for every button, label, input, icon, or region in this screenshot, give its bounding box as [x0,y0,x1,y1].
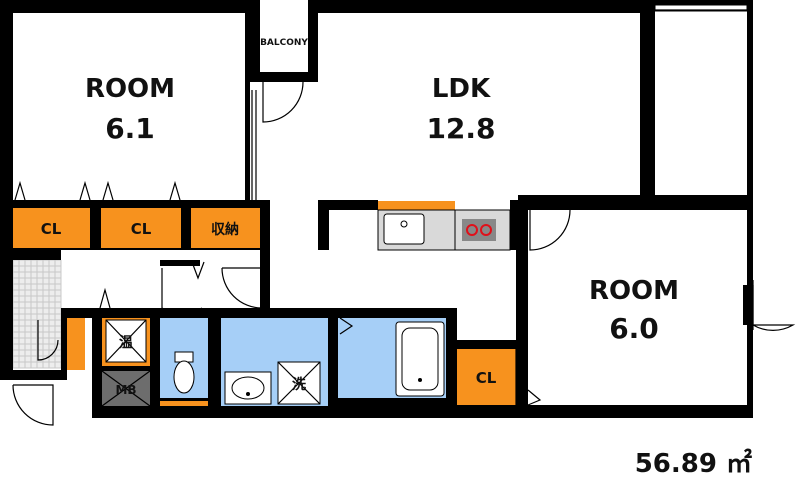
closet-folding-6 [191,261,205,280]
hall-door [221,267,263,309]
washbasin-icon [224,371,272,405]
kitchen-hood-fill [378,201,455,210]
balcony-label: BALCONY [260,38,308,48]
bathtub-icon [395,321,445,397]
closet-2-fill [101,207,181,249]
storage-fill [191,207,260,249]
storage-label: 収納 [211,221,239,238]
water-heater-icon [105,319,147,363]
closet-folding-4 [169,180,181,201]
closet3-folding [527,389,542,406]
right-window-door [752,285,796,331]
closet-folding-3 [102,180,114,201]
entry-door [12,384,54,426]
room-right-area: 6.0 [609,312,659,345]
closet-door [161,268,203,314]
meter-box-label: MB [115,383,136,397]
closet-folding-5 [99,287,111,309]
ldk-right-door [529,209,571,251]
total-area-label: 56.89 ㎡ [635,448,752,478]
entry-inner-door [37,320,59,361]
balcony-door [262,81,304,123]
closet-1-fill [13,207,90,249]
closet-folding-1 [14,180,26,201]
toilet-shelf-fill [160,400,208,408]
closet-1-label: CL [41,220,62,238]
doors [12,81,796,426]
entry-tile [12,259,62,369]
entry-closet-fill [67,318,85,370]
water-heater-label: 温 [119,335,133,351]
closet-3-fill [457,348,516,408]
closet-folding-2 [79,180,91,201]
toilet-icon [173,351,195,394]
ldk-name: LDK [432,74,491,104]
stove-icon [454,209,511,251]
closet-3-label: CL [476,369,497,387]
washer-space-icon [277,361,321,405]
closet-2-label: CL [131,220,152,238]
bath-door [339,317,354,335]
meter-box-icon [101,370,151,407]
ldk-area: 12.8 [426,112,495,145]
kitchen-sink-icon [377,209,456,251]
windows [20,3,754,405]
room-left-name: ROOM [85,74,175,104]
washer-label: 洗 [292,376,306,393]
room-right-name: ROOM [589,276,679,306]
room-left-area: 6.1 [105,112,155,145]
